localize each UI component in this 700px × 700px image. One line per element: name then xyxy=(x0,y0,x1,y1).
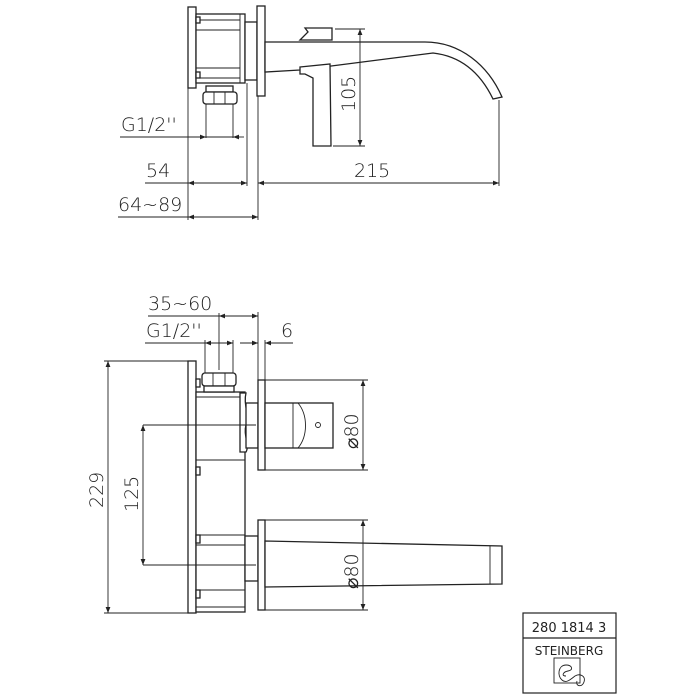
dimension-lines xyxy=(104,312,368,614)
spout-wall-plate xyxy=(257,519,266,611)
lever-handle xyxy=(299,63,332,147)
inlet-fitting xyxy=(202,85,238,138)
dimension-lines xyxy=(118,28,500,220)
brand-name: STEINBERG xyxy=(535,644,604,658)
side-view: G1/2'' 54 215 64~89 105 xyxy=(118,5,503,220)
install-depth-label: 64~89 xyxy=(118,194,182,216)
spout xyxy=(264,27,503,100)
mixer-handle xyxy=(264,402,334,449)
body-depth-label: 54 xyxy=(146,160,170,182)
thread-label: G1/2'' xyxy=(121,114,177,136)
concealed-body xyxy=(187,6,258,89)
handle-plate-diameter-label: ⌀80 xyxy=(341,413,363,449)
spout-plate-diameter-label: ⌀80 xyxy=(341,553,363,589)
inlet-nut xyxy=(201,372,237,393)
projection-label: 215 xyxy=(354,160,390,182)
article-number: 280 1814 3 xyxy=(532,621,606,636)
thread-label: G1/2'' xyxy=(146,320,202,342)
handle-wall-plate xyxy=(257,379,266,471)
plate-thickness-label: 6 xyxy=(281,320,293,342)
concealed-body xyxy=(195,378,259,613)
total-height-label: 229 xyxy=(86,472,108,508)
title-block: 280 1814 3 STEINBERG xyxy=(522,612,617,694)
center-distance-label: 125 xyxy=(121,476,143,512)
front-view: 35~60 G1/2'' 6 229 125 ⌀80 ⌀80 xyxy=(86,293,503,614)
brand-logo-icon xyxy=(553,657,585,687)
adjust-range-label: 35~60 xyxy=(148,293,212,315)
mounting-plate xyxy=(187,360,197,614)
wall-plate xyxy=(256,5,266,97)
spout-height-label: 105 xyxy=(338,76,360,112)
spout xyxy=(264,540,503,588)
